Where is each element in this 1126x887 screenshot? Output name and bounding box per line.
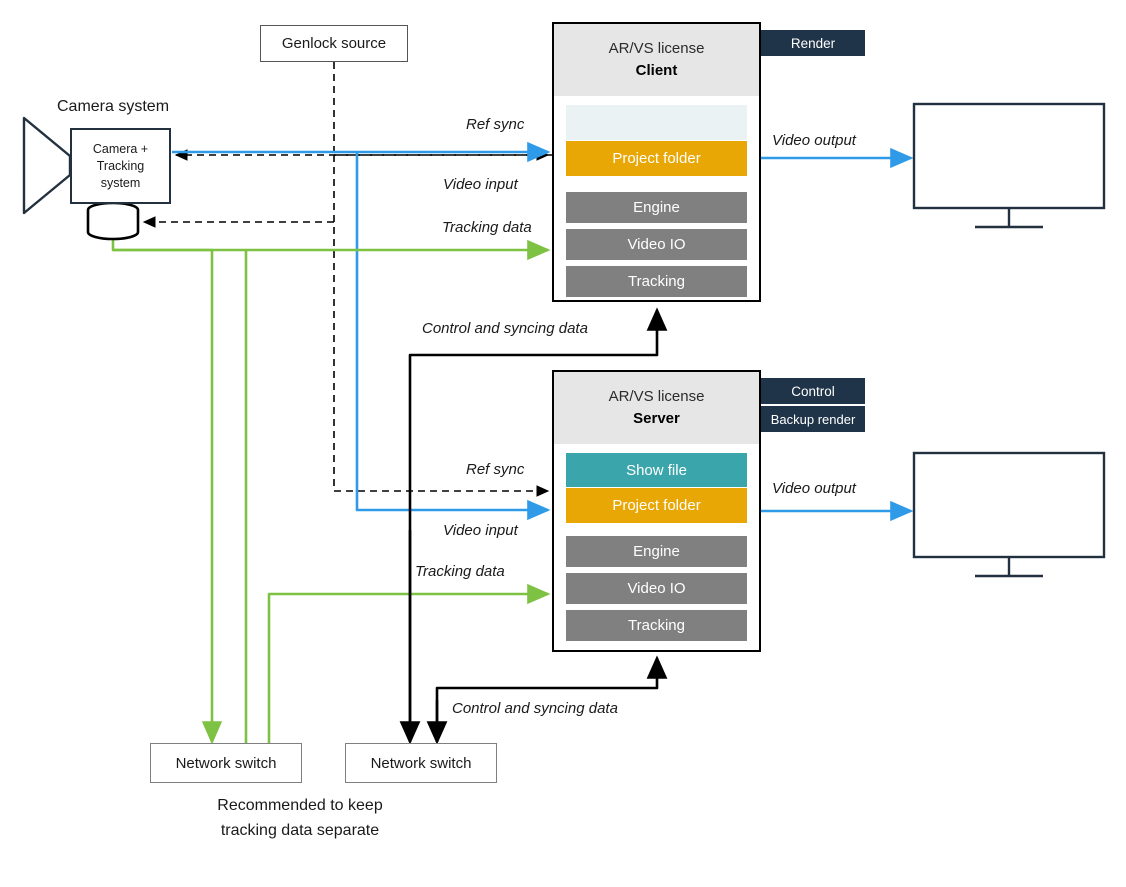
client-role-label: Client [635,62,678,79]
server-row-tracking-label: Tracking [628,617,685,634]
server-badge-control-label: Control [791,383,835,399]
label-video-input-client: Video input [443,176,518,193]
client-row-project-folder[interactable]: Project folder [566,141,747,176]
server-row-video-io[interactable]: Video IO [566,573,747,604]
label-control-sync-server: Control and syncing data [452,700,618,717]
server-output-monitor[interactable] [914,453,1104,577]
label-video-input-server: Video input [443,522,518,539]
client-license-label: AR/VS license [608,40,705,57]
genlock-source-box[interactable]: Genlock source [260,25,408,62]
label-ref-sync-client: Ref sync [466,116,525,133]
server-panel-header: AR/VS license Server [554,372,759,444]
client-row-video-io-label: Video IO [627,236,686,253]
tracking-separation-note-line-1: Recommended to keep [217,797,383,814]
client-row-tracking[interactable]: Tracking [566,266,747,297]
network-switch-tracking-label: Network switch [175,754,277,772]
server-row-engine[interactable]: Engine [566,536,747,567]
camera-tracking-system-body: Camera + Tracking system [70,128,171,204]
client-row-tracking-label: Tracking [628,273,685,290]
camera-body-line-1: Camera + [92,141,149,156]
client-badge-render[interactable]: Render [761,30,865,56]
label-video-output-server: Video output [772,480,856,497]
label-ref-sync-server: Ref sync [466,461,525,478]
client-row-video-io[interactable]: Video IO [566,229,747,260]
client-row-project-folder-label: Project folder [612,150,701,167]
server-row-show-file[interactable]: Show file [566,453,747,487]
label-tracking-data-client: Tracking data [442,219,532,236]
server-role-label: Server [633,410,680,427]
network-switch-control[interactable]: Network switch [345,743,497,783]
server-badge-backup-render-label: Backup render [770,411,856,427]
client-row-engine[interactable]: Engine [566,192,747,223]
server-license-label: AR/VS license [608,388,705,405]
camera-body-line-3: system [100,175,141,190]
camera-system-caption: Camera system [57,98,170,115]
genlock-source-label: Genlock source [281,35,387,52]
label-control-sync-client: Control and syncing data [422,320,588,337]
camera-body-line-2: Tracking [96,158,145,173]
label-tracking-data-server: Tracking data [415,563,505,580]
network-switch-control-label: Network switch [370,754,472,772]
client-row-engine-label: Engine [633,199,680,216]
network-switch-tracking[interactable]: Network switch [150,743,302,783]
label-video-output-client: Video output [772,132,856,149]
client-badge-render-label: Render [790,35,836,51]
server-row-project-folder[interactable]: Project folder [566,488,747,523]
server-row-project-folder-label: Project folder [612,497,701,514]
server-badge-backup-render[interactable]: Backup render [761,406,865,432]
tracking-separation-note-line-2: tracking data separate [220,822,380,839]
client-row-placeholder[interactable] [566,105,747,140]
server-row-engine-label: Engine [633,543,680,560]
client-panel-header: AR/VS license Client [554,24,759,96]
client-output-monitor[interactable] [914,104,1104,228]
server-row-video-io-label: Video IO [627,580,686,597]
server-row-show-file-label: Show file [626,461,687,479]
server-badge-control[interactable]: Control [761,378,865,404]
server-row-tracking[interactable]: Tracking [566,610,747,641]
